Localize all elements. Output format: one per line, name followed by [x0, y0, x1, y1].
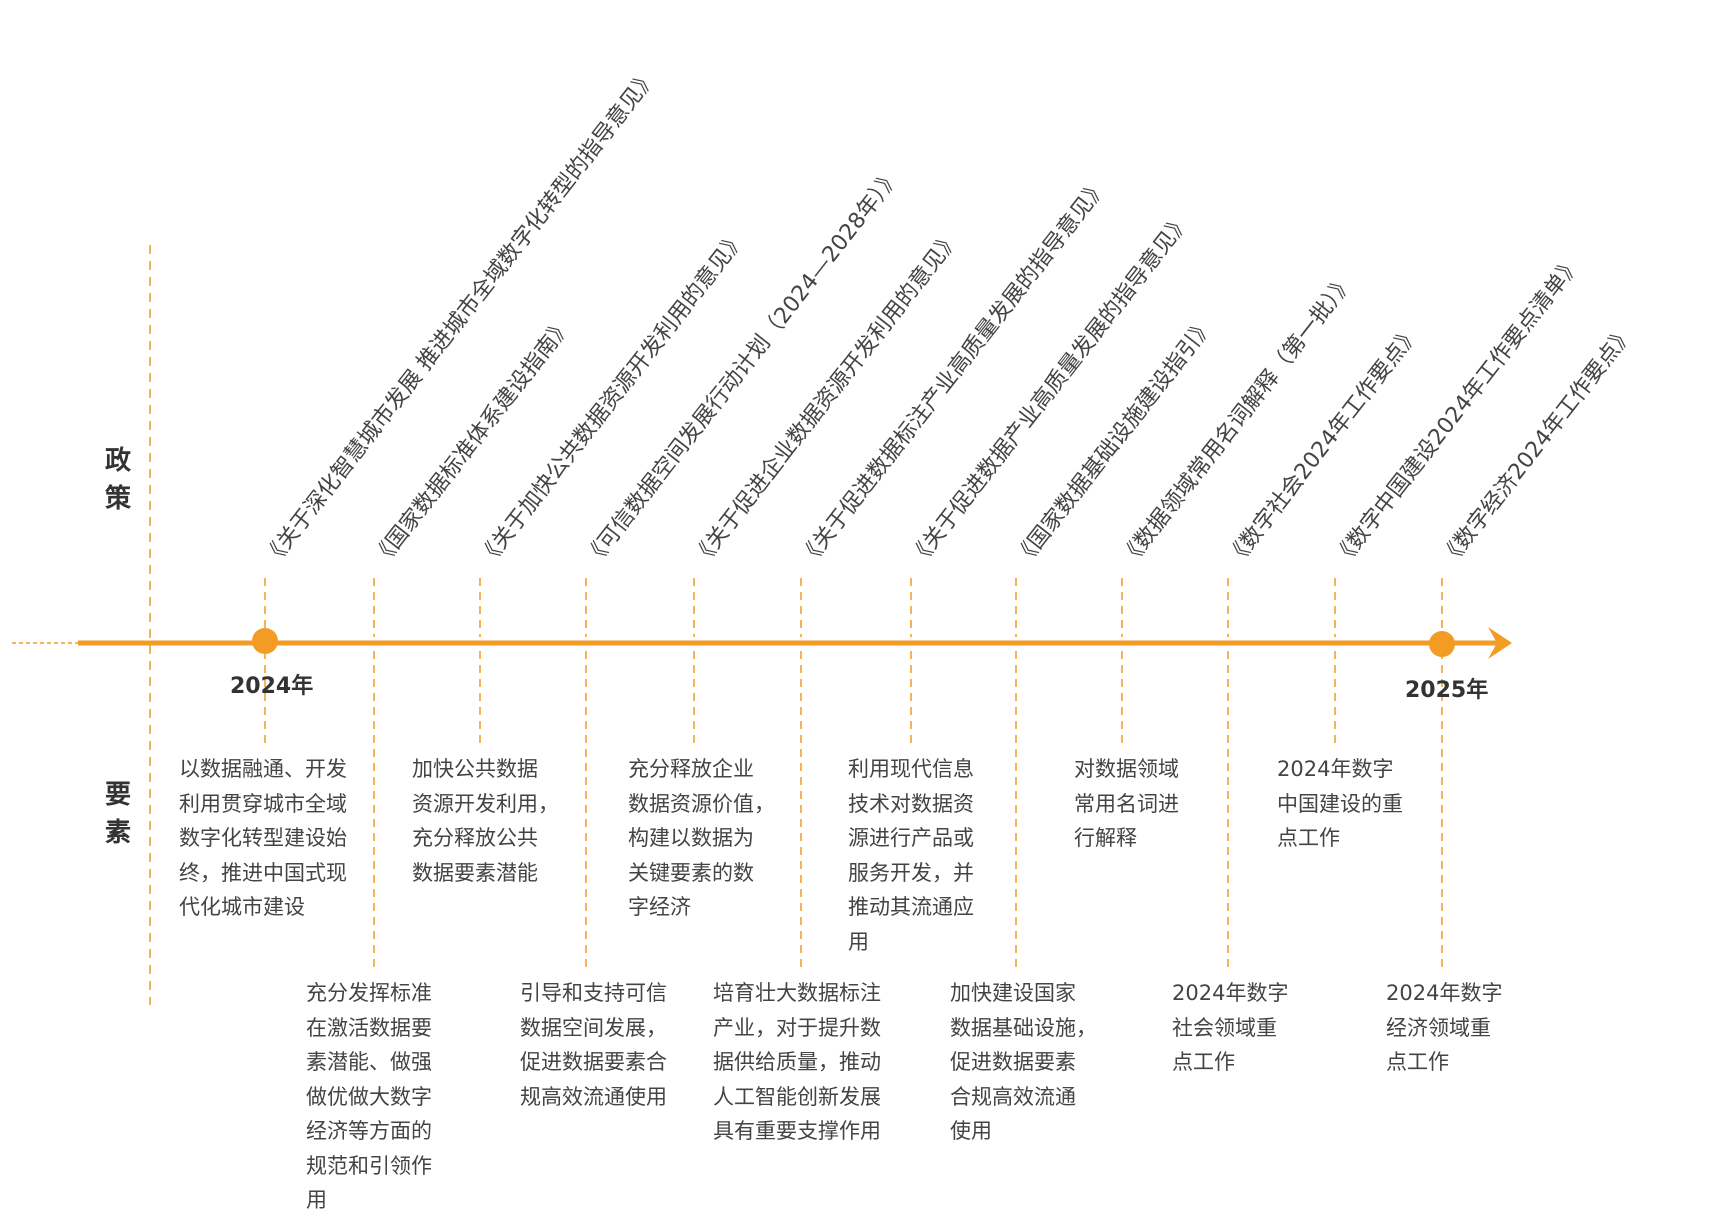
element-description: 2024年数字中国建设的重点工作	[1277, 752, 1417, 856]
element-description-line: 2024年数字	[1172, 981, 1289, 1005]
element-description-line: 资源开发利用，	[412, 791, 559, 816]
element-description-line: 代化城市建设	[179, 895, 305, 919]
element-description-line: 利用现代信息	[848, 757, 974, 781]
element-description-line: 源进行产品或	[848, 826, 974, 850]
element-description-line: 加快建设国家	[950, 981, 1076, 1005]
element-description-line: 字经济	[628, 895, 691, 919]
element-description-line: 以数据融通、开发	[179, 757, 347, 781]
element-description: 引导和支持可信数据空间发展， 促进数据要素合规高效流通使用	[520, 976, 680, 1114]
element-description: 加快公共数据资源开发利用， 充分释放公共数据要素潜能	[412, 752, 562, 890]
element-description-line: 合规高效流通	[950, 1084, 1076, 1109]
element-description-line: 做优做大数字	[306, 1084, 432, 1109]
policy-row-label: 政 策	[98, 442, 138, 518]
elements-row-label-char-2: 素	[104, 818, 131, 848]
element-description-line: 经济领域重	[1386, 1015, 1491, 1040]
element-description-line: 利用贯穿城市全域	[179, 791, 347, 816]
start-year-label: 2024年	[230, 674, 314, 699]
element-description-line: 培育壮大数据标注	[713, 981, 881, 1005]
element-description-line: 规高效流通使用	[520, 1084, 667, 1109]
element-description-line: 对数据领域	[1074, 757, 1179, 781]
element-description-line: 点工作	[1386, 1050, 1449, 1074]
element-description-line: 规范和引领作	[306, 1153, 432, 1178]
element-description-line: 产业，对于提升数	[713, 1015, 881, 1040]
end-year-dot	[1429, 631, 1455, 657]
policy-row-label-char-2: 策	[104, 484, 131, 514]
element-description-line: 用	[306, 1188, 327, 1212]
element-description-line: 促进数据要素	[950, 1050, 1076, 1074]
element-description-line: 技术对数据资	[848, 791, 974, 816]
element-description-line: 数据资源价值，	[628, 791, 775, 816]
element-description-line: 充分释放公共	[412, 826, 538, 850]
element-description-line: 具有重要支撑作用	[713, 1119, 881, 1143]
element-description-line: 2024年数字	[1277, 757, 1394, 781]
element-description: 2024年数字经济领域重点工作	[1386, 976, 1506, 1080]
element-description-line: 数据要素潜能	[412, 860, 538, 885]
element-description-line: 中国建设的重	[1277, 791, 1403, 816]
element-description-line: 服务开发，并	[848, 860, 974, 885]
element-description-line: 数据空间发展，	[520, 1015, 667, 1040]
element-description-line: 素潜能、做强	[306, 1050, 432, 1074]
element-description: 以数据融通、开发利用贯穿城市全域数字化转型建设始终，推进中国式现代化城市建设	[179, 752, 359, 925]
timeline-arrow-head	[1488, 627, 1512, 659]
element-description-line: 社会领域重	[1172, 1015, 1277, 1040]
element-description-line: 使用	[950, 1119, 992, 1143]
element-description-line: 在激活数据要	[306, 1015, 432, 1040]
element-description: 充分发挥标准在激活数据要素潜能、做强做优做大数字经济等方面的规范和引领作用	[306, 976, 446, 1218]
end-year-label: 2025年	[1405, 678, 1489, 703]
element-description-line: 加快公共数据	[412, 757, 538, 781]
element-description-line: 数字化转型建设始	[179, 826, 347, 850]
element-description: 加快建设国家数据基础设施， 促进数据要素合规高效流通使用	[950, 976, 1100, 1149]
element-description-line: 点工作	[1277, 826, 1340, 850]
element-description-line: 常用名词进	[1074, 791, 1179, 816]
element-description-line: 促进数据要素合	[520, 1050, 667, 1074]
element-description: 充分释放企业数据资源价值， 构建以数据为关键要素的数字经济	[628, 752, 778, 925]
element-description-line: 用	[848, 929, 869, 954]
element-description-line: 2024年数字	[1386, 981, 1503, 1005]
element-description: 对数据领域常用名词进行解释	[1074, 752, 1194, 856]
element-description-line: 关键要素的数	[628, 860, 754, 885]
policy-row-label-char-1: 政	[104, 446, 131, 476]
element-description-line: 充分释放企业	[628, 757, 754, 781]
element-description-line: 充分发挥标准	[306, 981, 432, 1005]
elements-row-label-char-1: 要	[104, 780, 131, 810]
milestone-connectors	[264, 578, 1443, 968]
element-description-line: 引导和支持可信	[520, 981, 667, 1005]
element-description-line: 终，推进中国式现	[179, 860, 347, 885]
element-description-line: 数据基础设施，	[950, 1015, 1097, 1040]
element-description-line: 行解释	[1074, 826, 1137, 850]
element-description: 利用现代信息技术对数据资源进行产品或服务开发，并推动其流通应用	[848, 752, 998, 959]
element-description-line: 经济等方面的	[306, 1119, 432, 1143]
element-description: 培育壮大数据标注产业，对于提升数据供给质量，推动人工智能创新发展具有重要支撑作用	[713, 976, 893, 1149]
element-description: 2024年数字社会领域重点工作	[1172, 976, 1292, 1080]
element-description-line: 构建以数据为	[628, 826, 754, 850]
elements-row-label: 要 素	[98, 776, 138, 852]
element-description-line: 据供给质量，推动	[713, 1050, 881, 1074]
element-description-line: 点工作	[1172, 1050, 1235, 1074]
element-description-line: 人工智能创新发展	[713, 1084, 881, 1109]
element-description-line: 推动其流通应	[848, 895, 974, 919]
start-year-dot	[252, 628, 278, 654]
